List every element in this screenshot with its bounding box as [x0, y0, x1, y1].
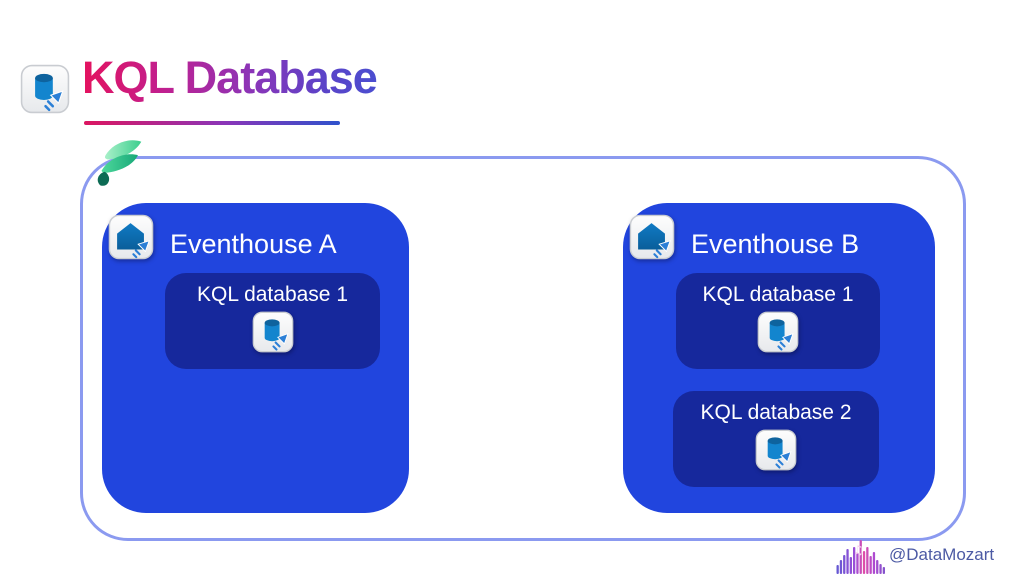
- datamozart-logo: [836, 536, 886, 574]
- eventhouse-label: Eventhouse A: [170, 229, 337, 259]
- title-underline: [84, 121, 340, 125]
- eventhouse-b-box: Eventhouse B KQL database 1 KQL database…: [623, 203, 935, 513]
- kql-database-box: KQL database 1: [676, 273, 880, 369]
- eventhouse-icon: [108, 214, 154, 260]
- kql-database-icon: [20, 64, 70, 114]
- kql-database-label: KQL database 1: [702, 283, 854, 306]
- fabric-logo: [90, 135, 148, 193]
- credit-handle: @DataMozart: [889, 545, 995, 564]
- kql-database-label: KQL database 1: [197, 283, 348, 306]
- kql-database-box: KQL database 2: [673, 391, 879, 487]
- kql-database-box: KQL database 1: [165, 273, 380, 369]
- kql-database-shortcut-icon: [755, 429, 797, 471]
- kql-database-label: KQL database 2: [700, 401, 852, 424]
- eventhouse-a-box: Eventhouse A KQL database 1: [102, 203, 409, 513]
- kql-database-shortcut-icon: [252, 311, 294, 353]
- kql-database-shortcut-icon: [757, 311, 799, 353]
- page-title: KQL Database: [82, 48, 378, 108]
- eventhouse-label: Eventhouse B: [691, 229, 860, 259]
- eventhouse-icon: [629, 214, 675, 260]
